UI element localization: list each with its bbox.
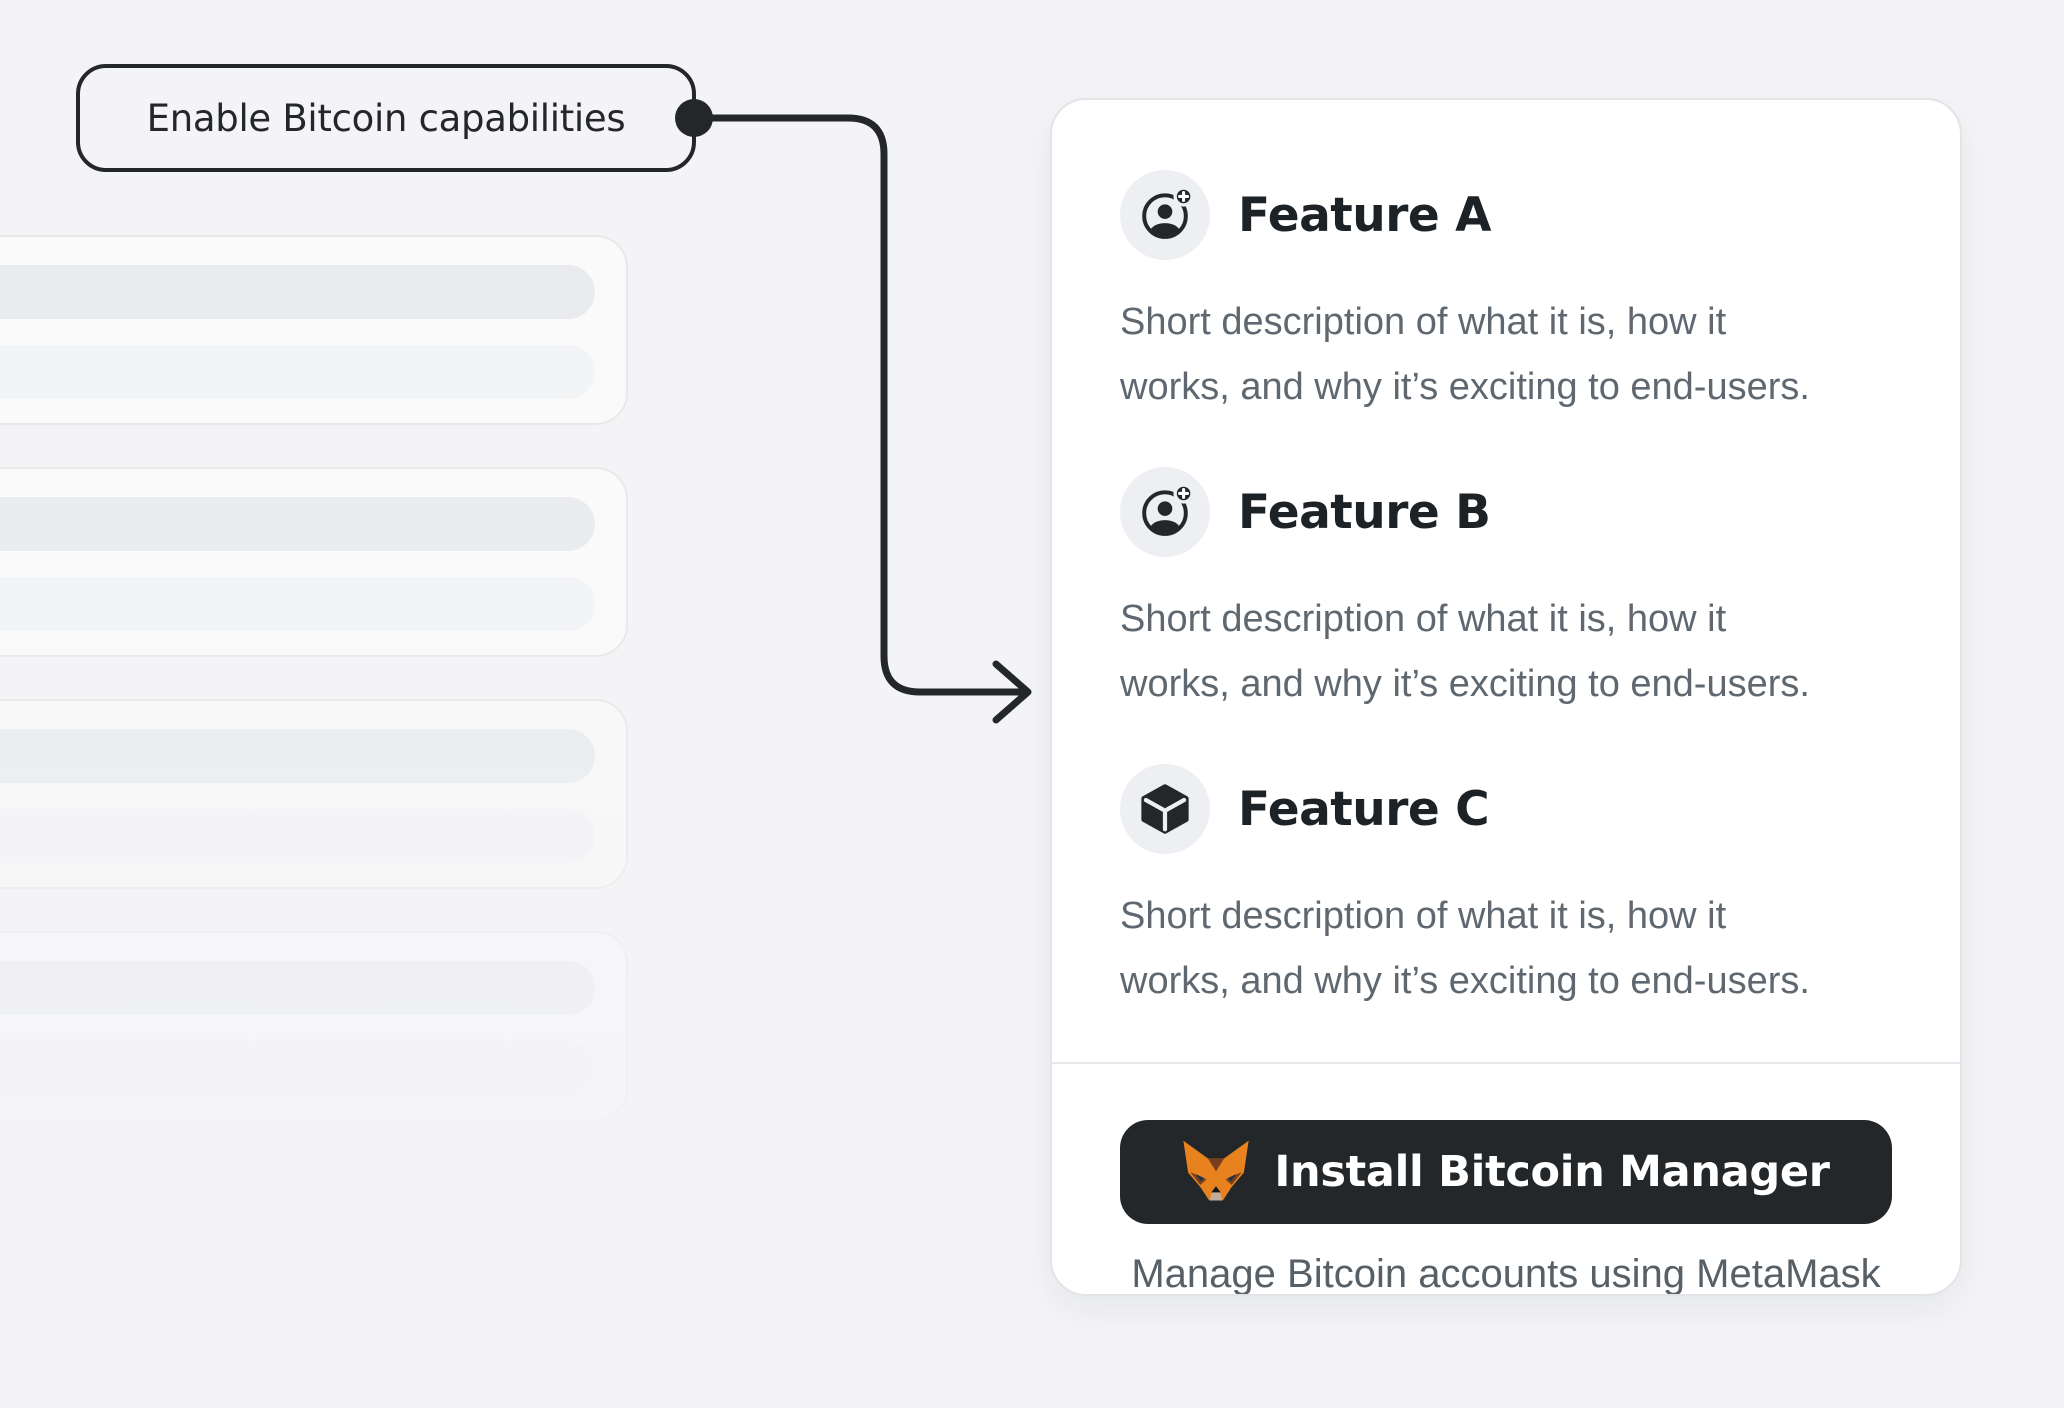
placeholder-line <box>0 809 595 863</box>
feature-block-c: Feature C Short description of what it i… <box>1120 764 1892 1013</box>
feature-description: Short description of what it is, how it … <box>1120 895 1810 1002</box>
metamask-fox-icon <box>1182 1140 1250 1204</box>
placeholder-line <box>0 729 595 783</box>
placeholder-card <box>0 235 628 425</box>
placeholder-line <box>0 1273 595 1327</box>
feature-title: Feature A <box>1238 187 1492 243</box>
callout-label: Enable Bitcoin capabilities <box>146 96 626 140</box>
callout-chip: Enable Bitcoin capabilities <box>76 64 713 172</box>
feature-title: Feature C <box>1238 781 1490 837</box>
account-add-icon <box>1120 170 1210 260</box>
connector-dot <box>675 99 713 137</box>
feature-head: Feature A <box>1120 170 1892 260</box>
feature-block-a: Feature A Short description of what it i… <box>1120 170 1892 419</box>
card-footer: Install Bitcoin Manager Manage Bitcoin a… <box>1120 1064 1892 1296</box>
placeholder-line <box>0 265 595 319</box>
feature-head: Feature C <box>1120 764 1892 855</box>
placeholder-line <box>0 497 595 551</box>
placeholder-card <box>0 467 628 657</box>
install-bitcoin-manager-button[interactable]: Install Bitcoin Manager <box>1120 1119 1892 1224</box>
install-caption: Manage Bitcoin accounts using MetaMask <box>1131 1251 1881 1296</box>
placeholder-line <box>0 1041 595 1095</box>
placeholder-line <box>0 345 595 399</box>
placeholder-line <box>0 1193 595 1247</box>
cube-icon <box>1120 764 1210 855</box>
account-add-icon <box>1120 467 1210 558</box>
card-divider <box>1052 1061 1960 1064</box>
placeholder-line <box>0 577 595 631</box>
feature-description: Short description of what it is, how it … <box>1120 598 1810 705</box>
feature-head: Feature B <box>1120 467 1892 558</box>
feature-block-b: Feature B Short description of what it i… <box>1120 467 1892 716</box>
placeholder-line <box>0 961 595 1015</box>
placeholder-card <box>0 699 628 889</box>
feature-description: Short description of what it is, how it … <box>1120 301 1810 408</box>
feature-title: Feature B <box>1238 484 1491 540</box>
placeholder-card <box>0 1163 628 1353</box>
features-card: Feature A Short description of what it i… <box>1050 98 1962 1296</box>
install-button-label: Install Bitcoin Manager <box>1274 1146 1830 1197</box>
placeholder-card <box>0 931 628 1121</box>
